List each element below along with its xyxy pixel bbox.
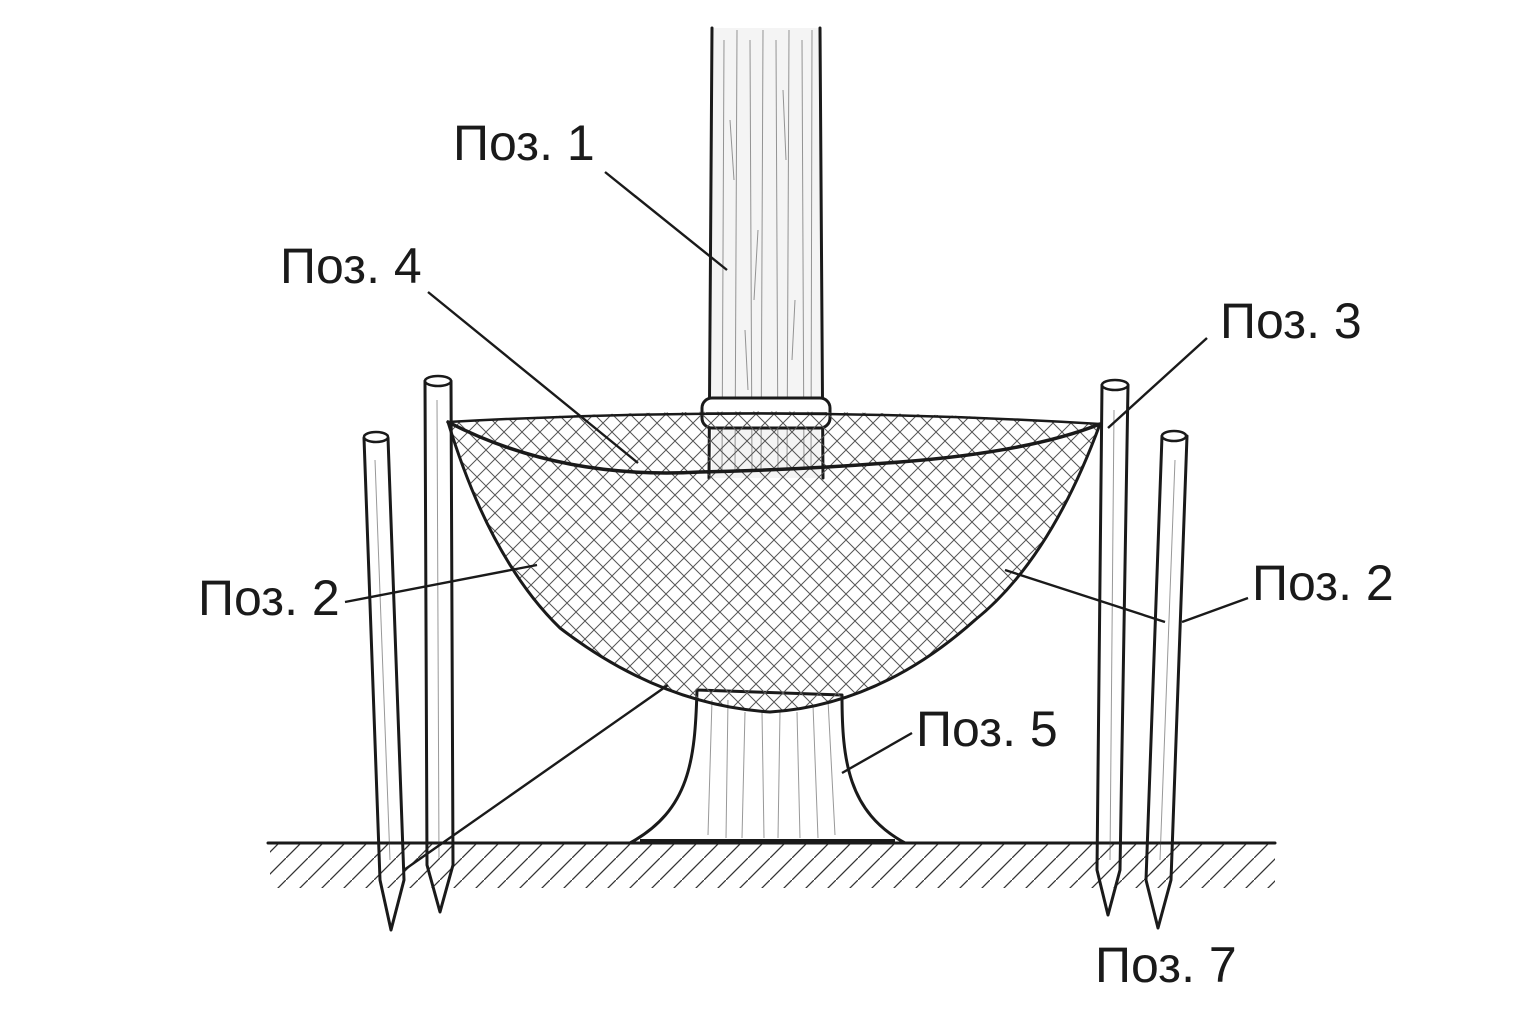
label-poz7: Поз. 7 <box>1095 937 1237 993</box>
ground-hatching <box>270 843 1275 888</box>
leader-lines <box>344 171 1249 871</box>
label-poz2-right: Поз. 2 <box>1252 555 1394 611</box>
label-poz3: Поз. 3 <box>1220 293 1362 349</box>
trunk-base-grain <box>707 699 836 839</box>
net-front-rim <box>446 420 1102 475</box>
net <box>446 411 1102 714</box>
trunk-base <box>628 688 907 845</box>
stake-left-outer-top <box>362 430 390 444</box>
stake-grain <box>374 399 1176 861</box>
stake-right-inner <box>1095 383 1130 917</box>
label-poz5: Поз. 5 <box>916 701 1058 757</box>
leader-poz3 <box>1107 337 1208 429</box>
leader-poz2-left <box>344 563 538 604</box>
trunk-grain <box>721 29 813 471</box>
net-back-rim <box>446 412 1102 426</box>
leader-poz2-right-a <box>1004 568 1166 624</box>
label-poz1: Поз. 1 <box>453 115 595 171</box>
leader-poz7 <box>403 684 669 871</box>
leader-poz4 <box>427 291 639 464</box>
stakes <box>362 374 1189 932</box>
label-poz2-left: Поз. 2 <box>198 570 340 626</box>
stake-left-inner-top <box>423 374 453 388</box>
leader-poz2-right-b <box>1181 596 1249 624</box>
label-poz4: Поз. 4 <box>280 238 422 294</box>
ground <box>266 841 1277 888</box>
labels: Поз. 1 Поз. 4 Поз. 3 Поз. 2 Поз. 2 Поз. … <box>198 115 1394 993</box>
leader-poz1 <box>604 171 728 271</box>
stake-right-inner-top <box>1100 378 1130 392</box>
leader-poz5 <box>841 731 913 775</box>
net-mesh <box>448 411 1100 712</box>
trunk-flare-outline <box>628 688 907 845</box>
stake-right-outer-top <box>1160 429 1188 443</box>
